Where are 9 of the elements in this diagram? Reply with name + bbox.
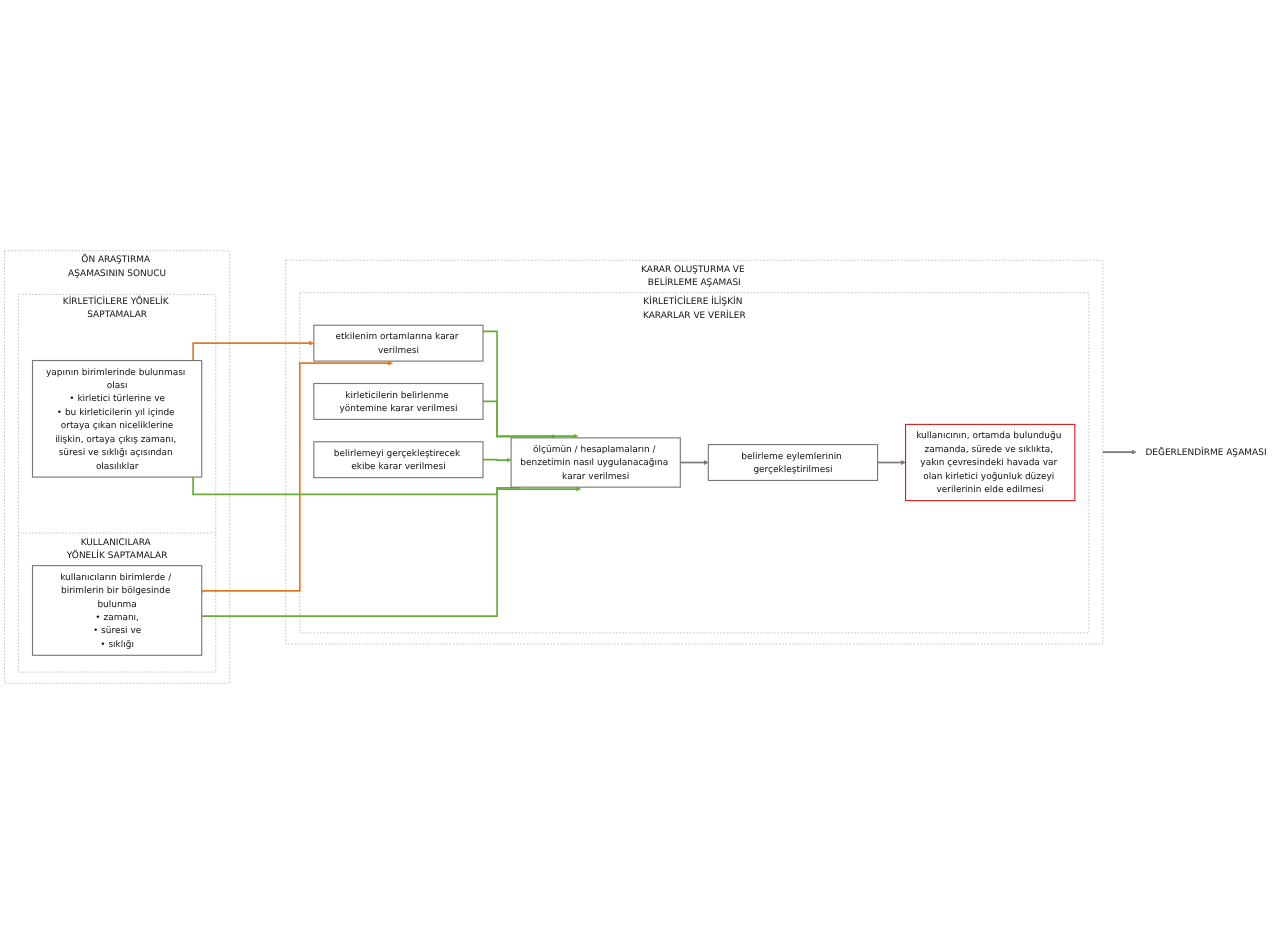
arrow [482, 400, 557, 440]
arrow [482, 330, 579, 439]
arrow [876, 460, 906, 465]
arrow [200, 486, 582, 617]
arrow [192, 340, 315, 362]
arrow [200, 360, 393, 595]
arrow [1102, 449, 1137, 455]
arrow [679, 460, 709, 465]
arrow [482, 457, 512, 463]
